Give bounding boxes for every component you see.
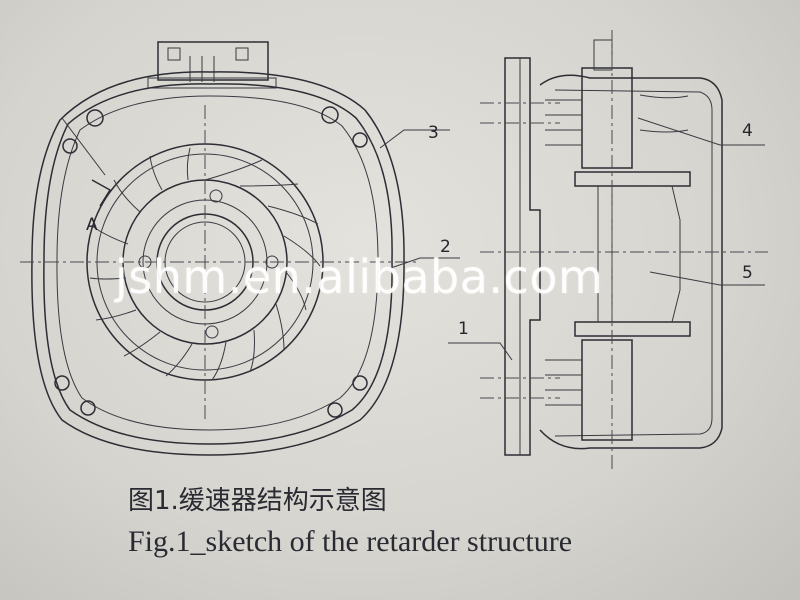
caption-chinese: 图1.缓速器结构示意图	[128, 486, 387, 516]
callout-1: 1	[458, 319, 469, 339]
rotor-vanes	[89, 147, 321, 381]
outer-housing	[31, 71, 405, 456]
front-view: A 3 2	[20, 41, 460, 456]
stator-housing	[539, 74, 723, 450]
watermark: jshm.en.alibaba.com	[115, 250, 604, 304]
bolt-holes	[54, 106, 368, 418]
callout-3: 3	[428, 123, 439, 143]
coil-lower	[581, 339, 633, 441]
callout-2: 2	[440, 237, 451, 257]
section-view: 4 5 1	[448, 30, 768, 470]
caption-english: Fig.1_sketch of the retarder structure	[128, 525, 573, 558]
section-label: A	[86, 215, 98, 235]
coil-upper	[581, 67, 633, 169]
flange-plate	[504, 57, 541, 456]
electrical-connector	[147, 41, 277, 89]
callout-4: 4	[742, 121, 753, 141]
callout-5: 5	[742, 263, 753, 283]
